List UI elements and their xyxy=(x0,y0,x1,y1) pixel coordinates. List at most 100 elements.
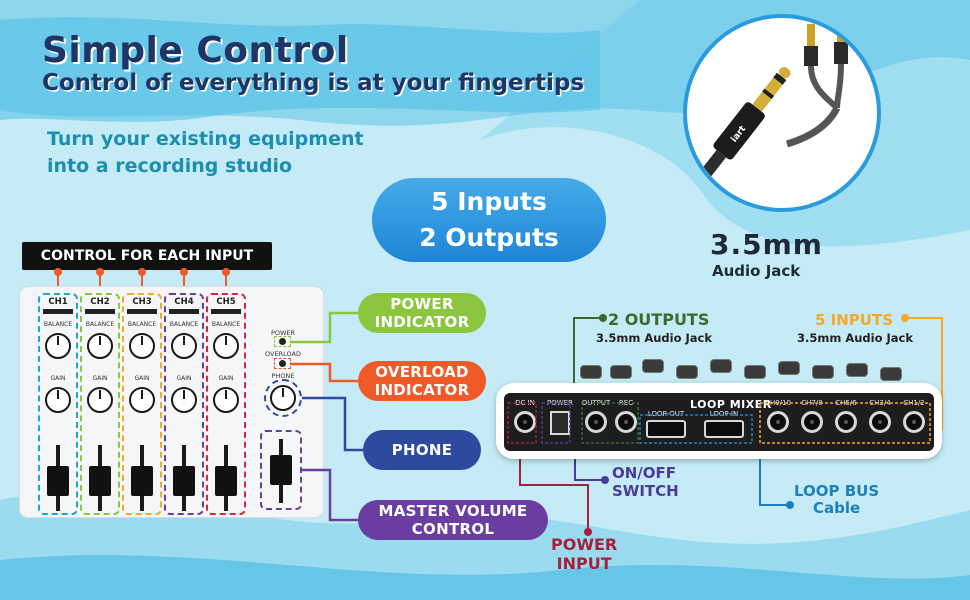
gain-label: GAIN xyxy=(92,375,108,382)
audio-cable-icon: iart xyxy=(691,20,848,189)
channel-pair-strip xyxy=(211,309,241,314)
onoff-switch-annotation: ON/OFF SWITCH xyxy=(612,464,679,500)
audio-jack-image: iart xyxy=(683,14,881,212)
loop-out-port[interactable] xyxy=(646,420,686,438)
loop-in-port[interactable] xyxy=(704,420,744,438)
gain-label: GAIN xyxy=(218,375,234,382)
device-knob xyxy=(778,361,800,375)
pin-dot xyxy=(96,268,104,276)
balance-knob[interactable] xyxy=(129,333,155,359)
outputs-count: 2 Outputs xyxy=(419,223,559,252)
gain-knob[interactable] xyxy=(129,387,155,413)
balance-label: BALANCE xyxy=(85,321,115,328)
phone-volume-knob[interactable] xyxy=(270,385,296,411)
loop-bus-annotation: LOOP BUS Cable xyxy=(794,483,879,517)
pin-dot xyxy=(180,268,188,276)
onoff-line-1: ON/OFF xyxy=(612,464,677,482)
tagline: Turn your existing equipment into a reco… xyxy=(47,126,364,180)
device-back-panel: LOOP MIXER DC IN POWER OUTPUT REC LOOP-O… xyxy=(504,393,934,451)
overload-led xyxy=(279,360,286,367)
balance-label: BALANCE xyxy=(43,321,73,328)
device-name: LOOP MIXER xyxy=(690,398,772,411)
outputs-annotation-sub: 3.5mm Audio Jack xyxy=(596,331,713,345)
ch12-jack[interactable] xyxy=(903,411,925,433)
volume-fader[interactable] xyxy=(131,466,153,496)
jack-name-label: Audio Jack xyxy=(712,262,801,280)
loop-line-1: LOOP BUS xyxy=(794,482,880,500)
volume-fader[interactable] xyxy=(89,466,111,496)
channel-strip-3: CH3 BALANCE GAIN xyxy=(122,293,162,515)
balance-knob[interactable] xyxy=(45,333,71,359)
device-knob xyxy=(812,365,834,379)
device-knob xyxy=(744,365,766,379)
gain-knob[interactable] xyxy=(171,387,197,413)
gain-label: GAIN xyxy=(50,375,66,382)
phone-callout: PHONE xyxy=(363,430,481,470)
volume-fader[interactable] xyxy=(47,466,69,496)
device-knob xyxy=(676,365,698,379)
phone-knob-label: PHONE xyxy=(271,372,295,380)
ch34-label: CH3/4 xyxy=(869,399,891,407)
pin-line xyxy=(99,274,101,290)
power-switch[interactable] xyxy=(550,411,570,435)
mixer-control-panel: CH1 BALANCE GAIN CH2 BALANCE GAIN CH3 BA… xyxy=(20,287,323,517)
channel-pair-strip xyxy=(85,309,115,314)
overload-led-highlight xyxy=(274,358,291,369)
power-indicator-callout: POWER INDICATOR xyxy=(358,293,486,333)
ch12-label: CH1/2 xyxy=(903,399,925,407)
device-knob xyxy=(846,363,868,377)
tagline-line-2: into a recording studio xyxy=(47,155,293,177)
phone-knob-highlight xyxy=(264,379,302,417)
channel-strip-1: CH1 BALANCE GAIN xyxy=(38,293,78,515)
pin-line xyxy=(183,274,185,290)
power-led-label: POWER xyxy=(270,329,296,337)
channel-pair-strip xyxy=(43,309,73,314)
balance-knob[interactable] xyxy=(87,333,113,359)
output-label: OUTPUT xyxy=(581,399,611,407)
rec-jack[interactable] xyxy=(615,411,637,433)
volume-fader[interactable] xyxy=(173,466,195,496)
output-jack[interactable] xyxy=(585,411,607,433)
tagline-line-1: Turn your existing equipment xyxy=(47,128,364,150)
channel-pair-strip xyxy=(169,309,199,314)
ch910-jack[interactable] xyxy=(767,411,789,433)
master-volume-callout: MASTER VOLUME CONTROL xyxy=(358,500,548,540)
gain-knob[interactable] xyxy=(45,387,71,413)
ch34-jack[interactable] xyxy=(869,411,891,433)
jack-size-label: 3.5mm xyxy=(710,228,823,261)
volume-fader[interactable] xyxy=(215,466,237,496)
loop-in-label: LOOP-IN xyxy=(709,410,739,418)
balance-knob[interactable] xyxy=(213,333,239,359)
dc-in-port[interactable] xyxy=(514,411,536,433)
pin-dot xyxy=(138,268,146,276)
overload-indicator-callout: OVERLOAD INDICATOR xyxy=(358,361,486,401)
page-title: Simple Control xyxy=(42,30,349,71)
channel-label: CH1 xyxy=(48,297,68,307)
power-led-highlight xyxy=(274,336,291,347)
inputs-annotation-sub: 3.5mm Audio Jack xyxy=(797,331,914,345)
power-led xyxy=(279,338,286,345)
channel-strip-5: CH5 BALANCE GAIN xyxy=(206,293,246,515)
balance-knob[interactable] xyxy=(171,333,197,359)
io-summary-badge: 5 Inputs 2 Outputs xyxy=(372,178,606,262)
outputs-annotation: 2 OUTPUTS xyxy=(608,310,710,329)
gain-knob[interactable] xyxy=(213,387,239,413)
onoff-line-2: SWITCH xyxy=(612,482,679,500)
pin-dot xyxy=(222,268,230,276)
channel-label: CH2 xyxy=(90,297,110,307)
gain-knob[interactable] xyxy=(87,387,113,413)
balance-label: BALANCE xyxy=(169,321,199,328)
master-volume-fader[interactable] xyxy=(270,455,292,485)
control-panel-heading: CONTROL FOR EACH INPUT xyxy=(22,242,272,270)
ch56-jack[interactable] xyxy=(835,411,857,433)
inputs-count: 5 Inputs xyxy=(431,187,547,216)
device-knob xyxy=(642,359,664,373)
channel-pair-strip xyxy=(127,309,157,314)
rec-label: REC xyxy=(618,399,634,407)
overload-led-label: OVERLOAD xyxy=(265,350,301,358)
ch78-jack[interactable] xyxy=(801,411,823,433)
channel-label: CH4 xyxy=(174,297,194,307)
inputs-annotation: 5 INPUTS xyxy=(815,311,894,329)
